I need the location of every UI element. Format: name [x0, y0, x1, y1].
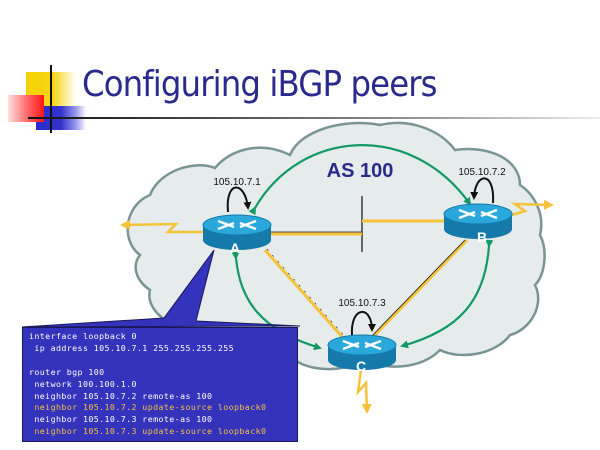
loopback-ip-c: 105.10.7.3: [338, 298, 386, 309]
title-underline: [28, 117, 600, 119]
router-b-label: B: [477, 229, 487, 245]
config-line: ip address 105.10.7.1 255.255.255.255: [29, 342, 235, 353]
loopback-arrow-b: [470, 177, 495, 204]
router-a[interactable]: A: [202, 214, 272, 256]
config-line: neighbor 105.10.7.2 remote-as 100: [29, 390, 213, 401]
config-line: [29, 355, 297, 367]
ibgp-session-a-c: [231, 251, 322, 351]
router-icon: [342, 339, 382, 351]
external-link-a: [120, 219, 210, 234]
loopback-arrow-c: [350, 311, 376, 337]
ibgp-session-b-c: [400, 239, 494, 349]
loopback-ip-b: 105.10.7.2: [458, 167, 506, 178]
router-c-label: C: [356, 358, 366, 374]
loopback-ip-a: 105.10.7.1: [213, 177, 261, 188]
as-label: AS 100: [327, 160, 394, 182]
router-c[interactable]: C: [327, 334, 397, 374]
router-icon: [217, 219, 257, 231]
config-line-highlighted: neighbor 105.10.7.3 update-source loopba…: [29, 426, 267, 437]
config-line-highlighted: neighbor 105.10.7.2 update-source loopba…: [29, 402, 267, 413]
config-line: router bgp 100: [29, 366, 105, 377]
router-icon: [458, 208, 498, 220]
external-link-b: [510, 199, 554, 217]
decor-vertical-line: [50, 65, 52, 133]
loopback-arrow-a: [226, 186, 252, 213]
external-link-c: [356, 369, 372, 414]
router-a-config-callout: interface loopback 0 ip address 105.10.7…: [22, 327, 298, 442]
ibgp-session-a-b: [248, 144, 472, 216]
router-b[interactable]: B: [443, 203, 513, 245]
config-line: interface loopback 0: [29, 331, 137, 341]
callout-pointer: [21, 249, 301, 328]
slide-title: Configuring iBGP peers: [82, 64, 438, 105]
config-line: neighbor 105.10.7.3 remote-as 100: [29, 414, 213, 425]
router-a-label: A: [230, 240, 240, 256]
config-line: network 100.100.1.0: [29, 378, 137, 389]
